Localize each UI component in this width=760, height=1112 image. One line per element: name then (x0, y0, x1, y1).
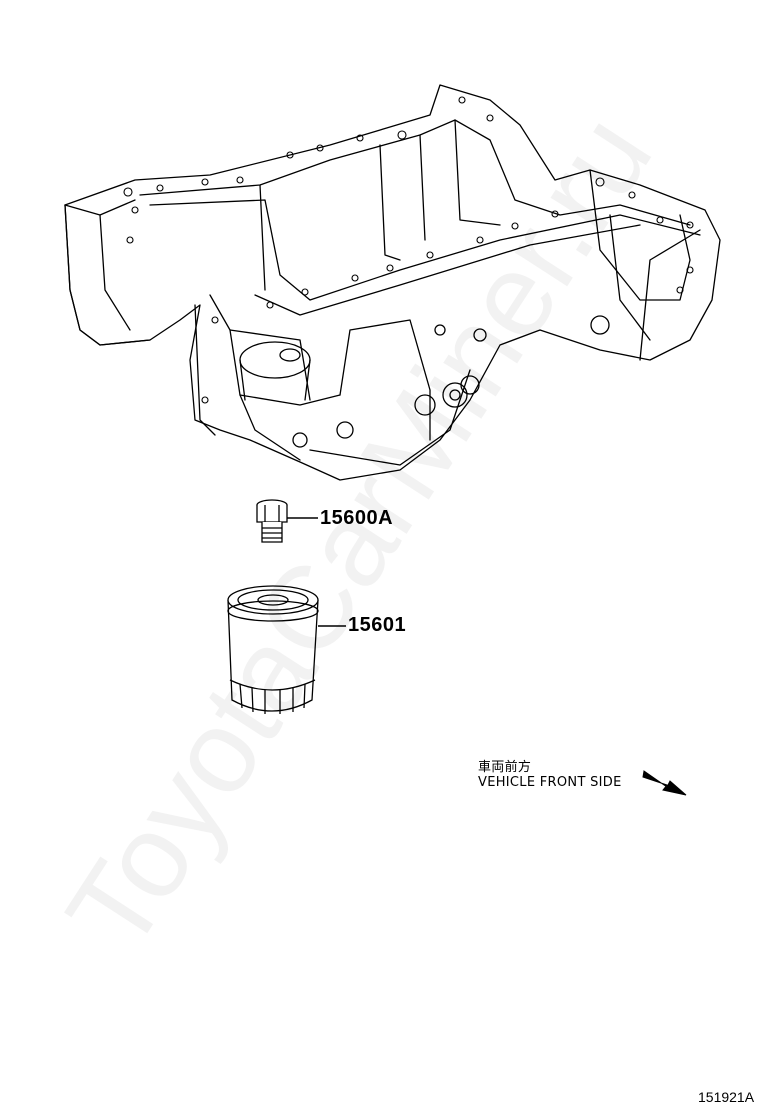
oil-filter-illustration (227, 585, 319, 714)
oil-pan-assembly (64, 84, 721, 481)
flange-bolt-holes (123, 96, 694, 404)
direction-label-english: VEHICLE FRONT SIDE (478, 775, 622, 790)
figure-id: 151921A (698, 1089, 755, 1105)
callout-drain-plug: 15600A (320, 507, 394, 529)
direction-label-japanese: 車両前方 (478, 760, 532, 775)
drain-plug-illustration (256, 499, 288, 543)
vehicle-front-arrow-icon (642, 770, 687, 796)
callout-oil-filter: 15601 (348, 614, 407, 636)
